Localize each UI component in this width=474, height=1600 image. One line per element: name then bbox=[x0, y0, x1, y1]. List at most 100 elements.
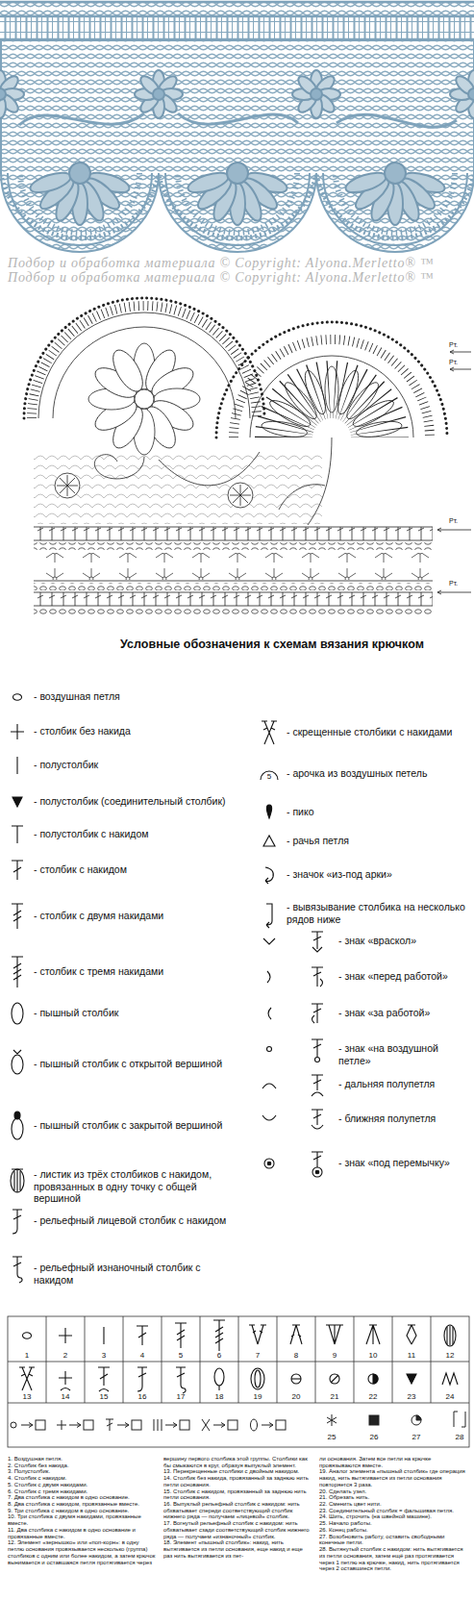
fan-petal bbox=[260, 418, 309, 440]
chain-row bbox=[33, 582, 433, 591]
fan-petal bbox=[342, 378, 383, 424]
symbol-stroke bbox=[13, 1049, 22, 1054]
legend-text: - полустолбик с накидом bbox=[33, 827, 241, 841]
symbol-stroke bbox=[268, 1003, 324, 1023]
callout-number: 6 bbox=[217, 1350, 222, 1360]
fan-dots bbox=[216, 322, 448, 438]
callout-number: 17 bbox=[176, 1392, 186, 1401]
note-text: 19. Аналог элемента «пышный столбик» где… bbox=[319, 1468, 469, 1488]
lace-flower bbox=[0, 70, 25, 119]
stitch-symbol bbox=[19, 1367, 35, 1391]
stitch-symbol bbox=[261, 721, 277, 745]
symbol-stroke bbox=[267, 1047, 273, 1052]
motif-star bbox=[229, 484, 251, 506]
callout-number: 23 bbox=[407, 1392, 417, 1401]
stitch-symbol bbox=[366, 1324, 380, 1345]
callout-number: 7 bbox=[255, 1350, 260, 1360]
fan-petal bbox=[324, 366, 339, 413]
stitch-symbol bbox=[11, 1111, 24, 1140]
callout-number: 1 bbox=[24, 1350, 29, 1360]
symbol-stroke bbox=[214, 1368, 225, 1386]
lace-fan bbox=[343, 162, 448, 225]
symbol-stroke bbox=[262, 1109, 324, 1129]
row-marker: Рт. bbox=[449, 517, 458, 525]
chain-row bbox=[33, 542, 433, 550]
motif-star bbox=[56, 474, 78, 497]
legend-text: - столбик с тремя накидами bbox=[33, 965, 241, 978]
note-text: 15. Столбик с накидом, провязанный за за… bbox=[163, 1488, 313, 1501]
puff-symbol bbox=[250, 1419, 258, 1431]
lace-line bbox=[0, 1, 474, 40]
stitch-symbol bbox=[368, 1373, 378, 1384]
stitch-symbol bbox=[56, 1419, 210, 1431]
legend-text: - рельефный изнаночный столбик с накидом bbox=[33, 1261, 241, 1286]
legend-text: - пышный столбик с закрытой вершиной bbox=[33, 1119, 241, 1132]
stitch-symbol bbox=[10, 1169, 25, 1193]
stitch-symbol bbox=[12, 1209, 23, 1234]
row-line bbox=[33, 526, 433, 606]
flower-petal bbox=[106, 345, 149, 397]
fan-petal bbox=[266, 396, 314, 431]
symbol-stroke bbox=[291, 1377, 301, 1379]
symbol-stroke bbox=[13, 694, 23, 700]
stitch-symbol bbox=[291, 1373, 301, 1384]
note-text: 28. Вытянутый столбик с накидом: нить вы… bbox=[319, 1546, 469, 1572]
note-text: 20. Сделать узел. bbox=[319, 1488, 469, 1496]
symbol-stroke bbox=[315, 1170, 320, 1174]
lace-band bbox=[0, 17, 474, 39]
legend-text: - столбик без накида bbox=[33, 724, 241, 738]
callout-number: 4 bbox=[140, 1350, 145, 1360]
stitch-symbol bbox=[263, 835, 275, 847]
stitch-symbol bbox=[260, 771, 278, 780]
callout-number: 24 bbox=[446, 1392, 455, 1401]
callout-number: 12 bbox=[446, 1350, 455, 1360]
stitch-symbol bbox=[10, 723, 25, 740]
symbol-stroke bbox=[11, 1169, 24, 1193]
lace-flower bbox=[292, 70, 341, 119]
stitch-symbol bbox=[266, 903, 273, 928]
callout-number: 2 bbox=[63, 1350, 68, 1360]
irish-mesh-area bbox=[33, 451, 323, 524]
end-symbol bbox=[369, 1415, 379, 1425]
fan-petal bbox=[349, 396, 398, 431]
symbol-stroke bbox=[12, 1256, 23, 1283]
symbol-stroke bbox=[291, 1373, 301, 1384]
stitch-symbol bbox=[102, 1326, 104, 1345]
callout-number: 8 bbox=[294, 1350, 299, 1360]
arrow-square bbox=[213, 1420, 238, 1430]
fan-rays bbox=[283, 389, 380, 438]
stitch-symbol bbox=[406, 1373, 417, 1384]
symbol-stroke bbox=[11, 1002, 24, 1024]
arrow-square bbox=[69, 1420, 94, 1430]
note-text: 25. Начало работы. bbox=[319, 1520, 469, 1527]
callout-number: 16 bbox=[138, 1392, 148, 1401]
symbol-stroke bbox=[218, 1385, 220, 1391]
note-text: 3. Полустолбик. bbox=[7, 1468, 157, 1475]
stitch-symbol bbox=[11, 860, 24, 880]
symbol-stroke bbox=[11, 860, 24, 880]
symbol-stroke bbox=[325, 1324, 344, 1345]
symbol-stroke bbox=[11, 1054, 24, 1074]
legend-text: - вывязывание столбика на несколько рядо… bbox=[286, 900, 472, 925]
note-text: 10. Три столбика с двумя накидами, провя… bbox=[7, 1513, 157, 1526]
callout-number: 10 bbox=[369, 1350, 378, 1360]
stitch-symbol bbox=[263, 931, 324, 952]
legend-text: - знак «на воздушной петле» bbox=[338, 1042, 472, 1067]
callout-number: 15 bbox=[99, 1392, 109, 1401]
stitch-symbol bbox=[13, 694, 23, 700]
callout-number: 19 bbox=[253, 1392, 263, 1401]
stitch-symbol bbox=[249, 1324, 267, 1345]
legend-text: - столбик с накидом bbox=[33, 863, 241, 876]
symbol-stroke bbox=[250, 1368, 265, 1390]
symbol-stroke bbox=[315, 1057, 321, 1063]
note-text: 22. Сменить цвет нити. bbox=[319, 1500, 469, 1508]
lace-flower bbox=[449, 70, 474, 119]
stitch-row bbox=[33, 526, 433, 541]
note-text: 1. Воздушная петля. bbox=[7, 1455, 157, 1463]
note-text: 9. Три столбика с накидом в одно основан… bbox=[7, 1507, 157, 1515]
resume-symbol bbox=[416, 1415, 422, 1421]
note-text: 7. Два столбика с накидом в одно основан… bbox=[7, 1494, 157, 1501]
arch-count: 5 bbox=[267, 773, 272, 781]
symbol-stroke bbox=[406, 1373, 417, 1384]
